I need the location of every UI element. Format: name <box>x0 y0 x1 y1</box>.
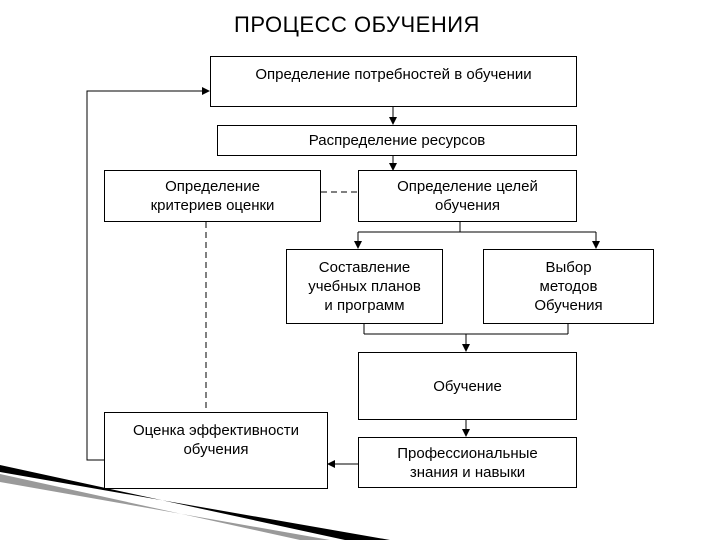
box-training-goals: Определение целей обучения <box>358 170 577 222</box>
feedback-loop-line <box>86 87 210 461</box>
box-study-plans: Составление учебных планов и программ <box>286 249 443 324</box>
box-resource-allocation: Распределение ресурсов <box>217 125 577 156</box>
box-evaluation-criteria: Определение критериев оценки <box>104 170 321 222</box>
box-method-selection: Выбор методов Обучения <box>483 249 654 324</box>
box-professional-skills: Профессиональные знания и навыки <box>358 437 577 488</box>
box-training-needs: Определение потребностей в обучении <box>210 56 577 107</box>
box-training: Обучение <box>358 352 577 420</box>
box-effectiveness-evaluation: Оценка эффективности обучения <box>104 412 328 489</box>
diagram-title: ПРОЦЕСС ОБУЧЕНИЯ <box>234 12 480 37</box>
